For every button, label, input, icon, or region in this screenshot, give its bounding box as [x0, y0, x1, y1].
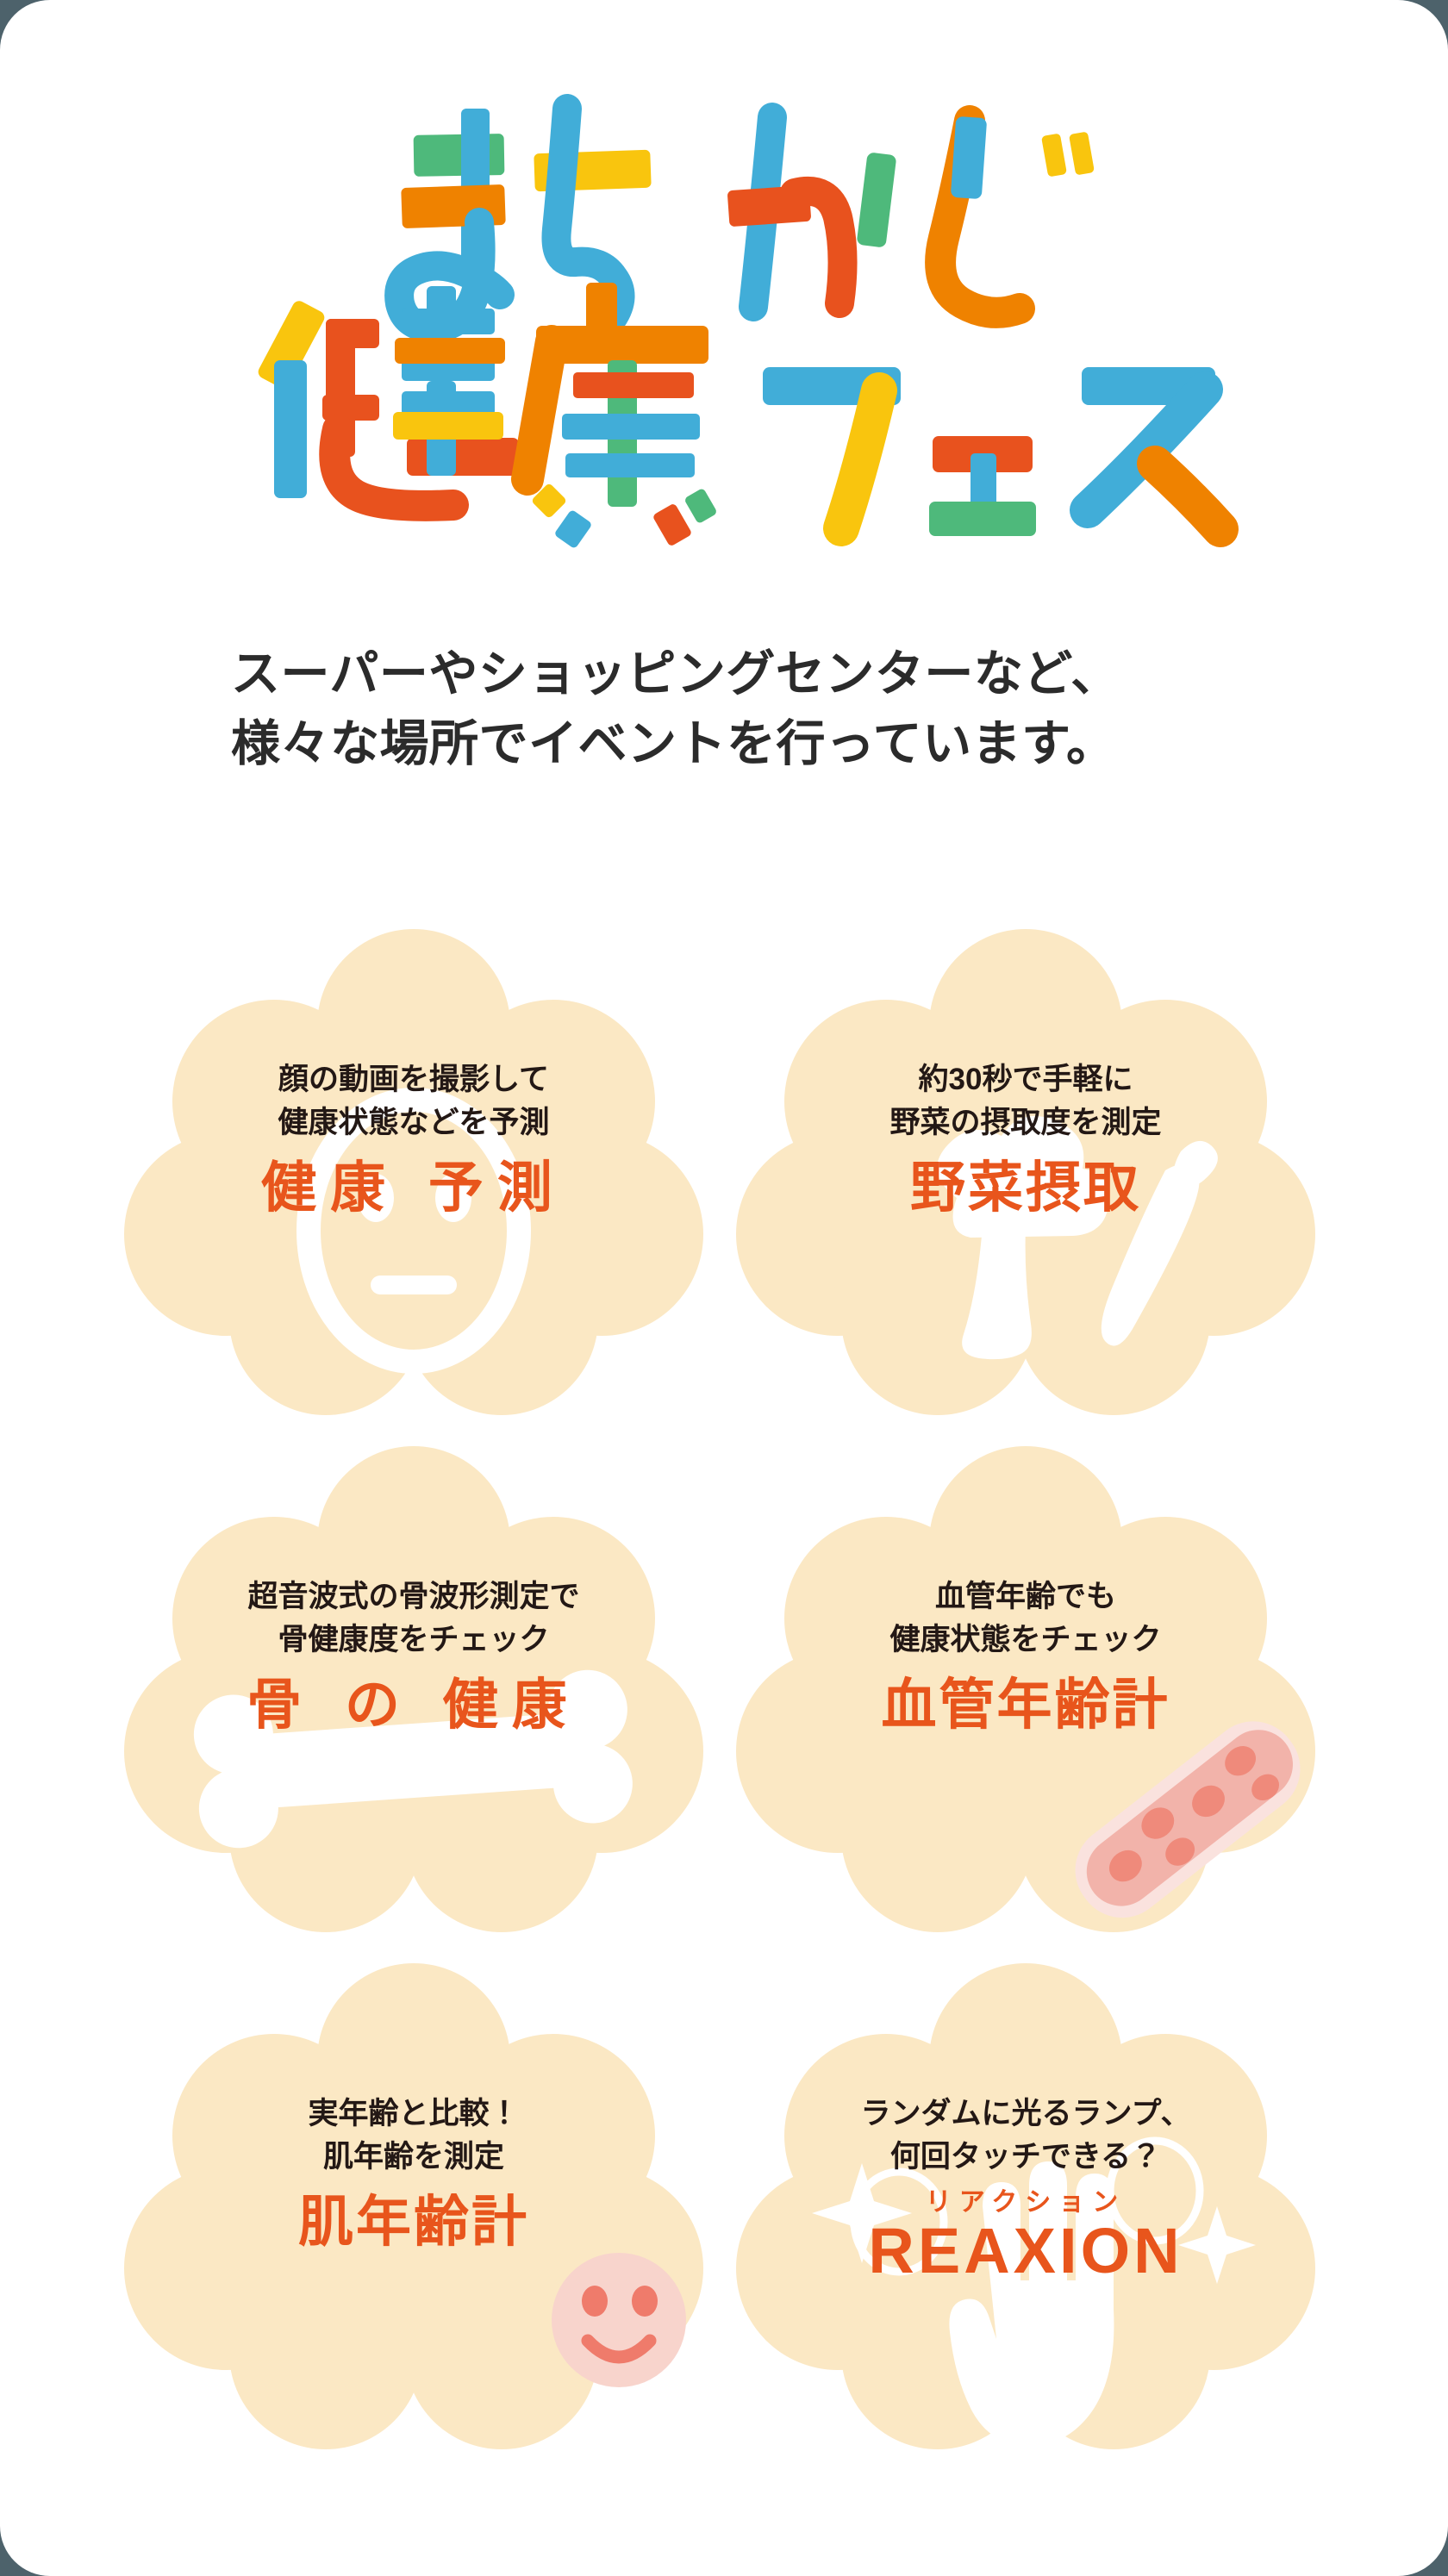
feature-card-vegetable-intake[interactable]: 約30秒で手軽に 野菜の摂取度を測定 野菜摂取 — [724, 914, 1327, 1431]
broccoli-icon — [937, 1115, 1109, 1360]
subtitle-line-2: 様々な場所でイベントを行っています。 — [231, 715, 1116, 771]
logo-line-2 — [258, 283, 1239, 548]
smiley-face-icon — [552, 2253, 686, 2387]
blood-vessel-icon — [1075, 1721, 1301, 1918]
cloud-shape — [112, 914, 715, 1431]
cloud-shape — [724, 1948, 1327, 2465]
hand-icon — [949, 2161, 1114, 2446]
circle-outline-icon — [850, 2136, 1204, 2276]
feature-grid: 顔の動画を撮影して 健康状態などを予測 健康 予測 — [0, 879, 1448, 2517]
feature-card-health-prediction[interactable]: 顔の動画を撮影して 健康状態などを予測 健康 予測 — [112, 914, 715, 1431]
feature-card-reaxion[interactable]: ランダムに光るランプ、 何回タッチできる？ リアクション REAXION — [724, 1948, 1327, 2465]
logo-line-1 — [384, 94, 1095, 359]
feature-card-skin-age[interactable]: 実年齢と比較！ 肌年齢を測定 肌年齢計 — [112, 1948, 715, 2465]
cloud-lobes — [736, 1963, 1315, 2449]
event-logo — [0, 24, 1448, 550]
sparkle-icon — [812, 2163, 1256, 2284]
cloud-shape — [724, 1431, 1327, 1948]
face-features-icon — [358, 1174, 471, 1294]
cloud-shape — [112, 1948, 715, 2465]
cloud-shape — [112, 1431, 715, 1948]
cloud-shape — [724, 914, 1327, 1431]
feature-card-bone-health[interactable]: 超音波式の骨波形測定で 骨健康度をチェック 骨 の 健康 — [112, 1431, 715, 1948]
feature-card-vascular-age[interactable]: 血管年齢でも 健康状態をチェック 血管年齢計 — [724, 1431, 1327, 1948]
face-outline-icon — [296, 1088, 531, 1374]
bone-icon — [193, 1669, 633, 1849]
cloud-lobes — [736, 1446, 1315, 1932]
carrot-icon — [1101, 1140, 1218, 1346]
subtitle-block: スーパーやショッピングセンターなど、 様々な場所でイベントを行っています。 — [231, 639, 1265, 779]
cloud-lobes — [124, 929, 703, 1415]
subtitle-line-1: スーパーやショッピングセンターなど、 — [231, 646, 1120, 702]
